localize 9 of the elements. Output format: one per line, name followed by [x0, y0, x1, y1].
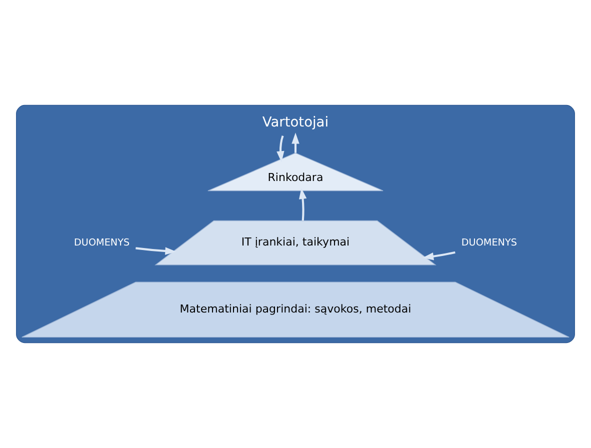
arrow — [276, 135, 284, 162]
arrow — [298, 188, 307, 221]
cluster — [16, 104, 575, 344]
arrow — [292, 132, 300, 153]
node-text: DUOMENYS — [461, 237, 517, 248]
node-text: DUOMENYS — [74, 237, 130, 248]
arrow — [136, 247, 176, 255]
node-text: Vartotojai — [262, 114, 329, 131]
arrow — [422, 251, 456, 260]
